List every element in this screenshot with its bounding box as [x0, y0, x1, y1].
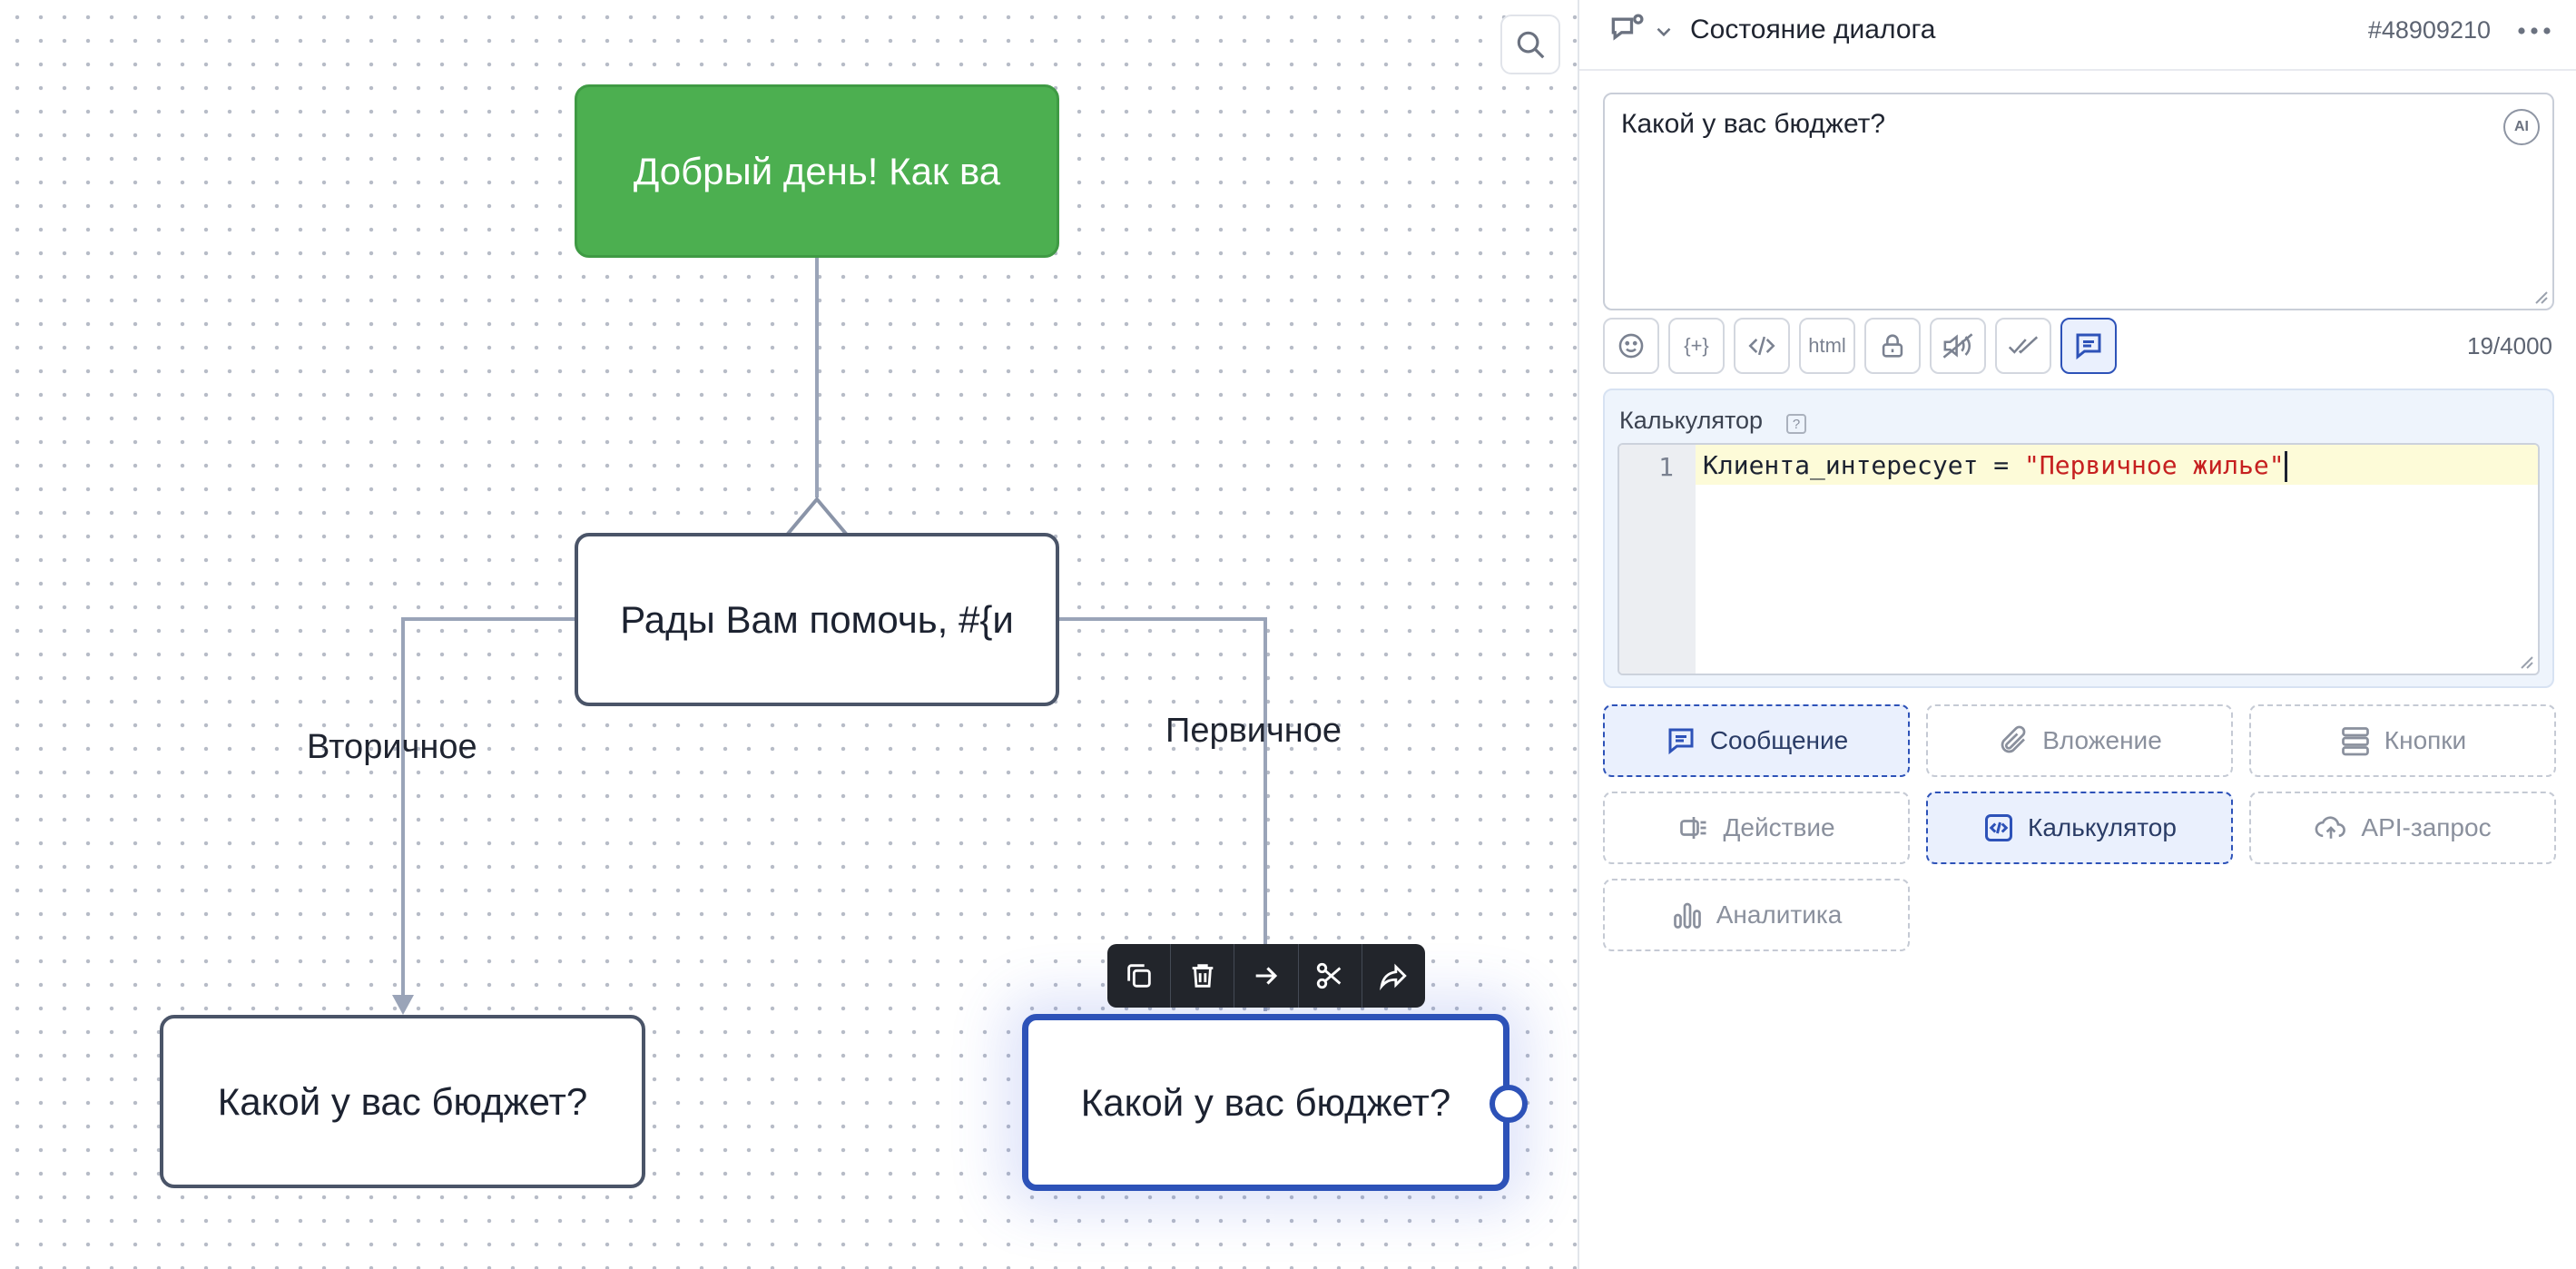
output-port[interactable]	[1490, 1085, 1528, 1123]
chat-bubble-icon	[1668, 728, 1694, 755]
code-string: "Первичное жилье"	[2024, 450, 2285, 480]
node-text: Рады Вам помочь, #{и	[620, 597, 1014, 641]
muted-eye-icon	[1942, 333, 1973, 359]
format-toolbar: {+} html	[1603, 318, 2117, 374]
variable-icon: {+}	[1684, 334, 1709, 357]
block-buttons-button[interactable]: Кнопки	[2249, 704, 2556, 777]
emoji-button[interactable]	[1603, 318, 1659, 374]
variable-button[interactable]: {+}	[1668, 318, 1725, 374]
paperclip-icon	[2001, 725, 2026, 753]
analytics-icon	[1673, 902, 1701, 929]
edge-secondary	[401, 617, 576, 1003]
node-toolbar	[1107, 944, 1425, 1008]
trash-icon	[1192, 964, 1214, 988]
mute-button[interactable]	[1930, 318, 1986, 374]
text-cursor	[2284, 451, 2287, 482]
ai-assist-icon[interactable]: AI	[2503, 109, 2540, 145]
line-gutter: 1	[1619, 445, 1696, 674]
cloud-upload-icon	[2315, 816, 2346, 839]
code-line: Клиента_интересует = "Первичное жилье"	[1703, 450, 2287, 482]
properties-panel: Состояние диалога #48909210 Какой у вас …	[1578, 0, 2576, 1269]
edge-label-secondary: Вторичное	[307, 728, 477, 766]
copy-icon	[1126, 964, 1151, 988]
node-text: Какой у вас бюджет?	[1080, 1080, 1451, 1124]
smile-icon	[1618, 333, 1644, 359]
html-icon: html	[1808, 334, 1846, 357]
block-label: Сообщение	[1709, 726, 1849, 754]
message-textarea[interactable]: Какой у вас бюджет? AI	[1603, 93, 2554, 310]
help-icon[interactable]: ?	[1786, 414, 1806, 434]
lock-button[interactable]	[1864, 318, 1921, 374]
node-text: Добрый день! Как ва	[633, 149, 1001, 192]
block-label: API-запрос	[2361, 813, 2492, 841]
share-icon	[1380, 963, 1408, 991]
edge-arrowhead	[392, 995, 414, 1015]
cut-button[interactable]	[1299, 944, 1362, 1008]
edge-primary	[1057, 617, 1267, 1011]
html-button[interactable]: html	[1799, 318, 1855, 374]
buttons-list-icon	[2341, 727, 2369, 756]
connect-button[interactable]	[1234, 944, 1299, 1008]
block-calculator-button[interactable]: Калькулятор	[1926, 792, 2233, 864]
block-message-button[interactable]: Сообщение	[1603, 704, 1910, 777]
node-id-label: #48909210	[2367, 16, 2491, 44]
double-check-icon	[2008, 336, 2039, 354]
lock-icon	[1882, 334, 1903, 358]
share-button[interactable]	[1362, 944, 1425, 1008]
line-number: 1	[1658, 452, 1674, 482]
code-operator: =	[1978, 450, 2025, 480]
panel-title: Состояние диалога	[1690, 15, 1936, 44]
chat-bubble-icon	[2076, 333, 2101, 360]
delete-button[interactable]	[1171, 944, 1235, 1008]
code-button[interactable]	[1734, 318, 1790, 374]
code-variable: Клиента_интересует	[1703, 450, 1979, 480]
more-options-icon[interactable]	[2516, 20, 2552, 47]
resize-handle-icon[interactable]	[2518, 654, 2534, 670]
edge-label-primary: Первичное	[1165, 712, 1342, 750]
canvas-search-button[interactable]	[1500, 15, 1560, 74]
flow-node-budget-right[interactable]: Какой у вас бюджет?	[1022, 1014, 1509, 1191]
chat-status-icon[interactable]	[1607, 11, 1647, 51]
flow-node-budget-left[interactable]: Какой у вас бюджет?	[160, 1015, 645, 1188]
resize-handle-icon[interactable]	[2532, 289, 2549, 305]
active-line-highlight	[1696, 445, 2538, 485]
arrow-right-icon	[1255, 967, 1278, 985]
character-counter: 19/4000	[2467, 332, 2552, 359]
scissors-icon	[1317, 962, 1342, 989]
block-analytics-button[interactable]: Аналитика	[1603, 879, 1910, 951]
code-editor[interactable]: 1 Клиента_интересует = "Первичное жилье"	[1617, 443, 2540, 675]
flow-node-greeting[interactable]: Добрый день! Как ва	[575, 84, 1059, 258]
block-action-button[interactable]: Действие	[1603, 792, 1910, 864]
block-label: Действие	[1723, 813, 1835, 841]
panel-header: Состояние диалога #48909210	[1579, 0, 2576, 71]
block-label: Кнопки	[2384, 726, 2467, 754]
chevron-down-icon[interactable]	[1652, 20, 1676, 44]
code-icon	[1748, 336, 1775, 356]
calculator-section: Калькулятор ? 1 Клиента_интересует = "Пе…	[1603, 389, 2554, 688]
block-label: Аналитика	[1716, 900, 1843, 929]
block-label: Вложение	[2042, 726, 2162, 754]
read-receipt-button[interactable]	[1995, 318, 2051, 374]
calculator-title: Калькулятор	[1619, 407, 1764, 434]
block-api-request-button[interactable]: API-запрос	[2249, 792, 2556, 864]
flow-canvas[interactable]: Добрый день! Как ва Рады Вам помочь, #{и…	[0, 0, 1578, 1269]
message-mode-button[interactable]	[2060, 318, 2117, 374]
node-text: Какой у вас бюджет?	[217, 1079, 588, 1123]
message-text: Какой у вас бюджет?	[1621, 109, 1886, 139]
block-label: Калькулятор	[2028, 813, 2177, 841]
action-icon	[1680, 817, 1706, 839]
search-icon	[1517, 31, 1545, 59]
block-attachment-button[interactable]: Вложение	[1926, 704, 2233, 777]
copy-button[interactable]	[1107, 944, 1172, 1008]
flow-node-choice[interactable]: Рады Вам помочь, #{и	[575, 533, 1059, 706]
code-file-icon	[1985, 814, 2013, 841]
